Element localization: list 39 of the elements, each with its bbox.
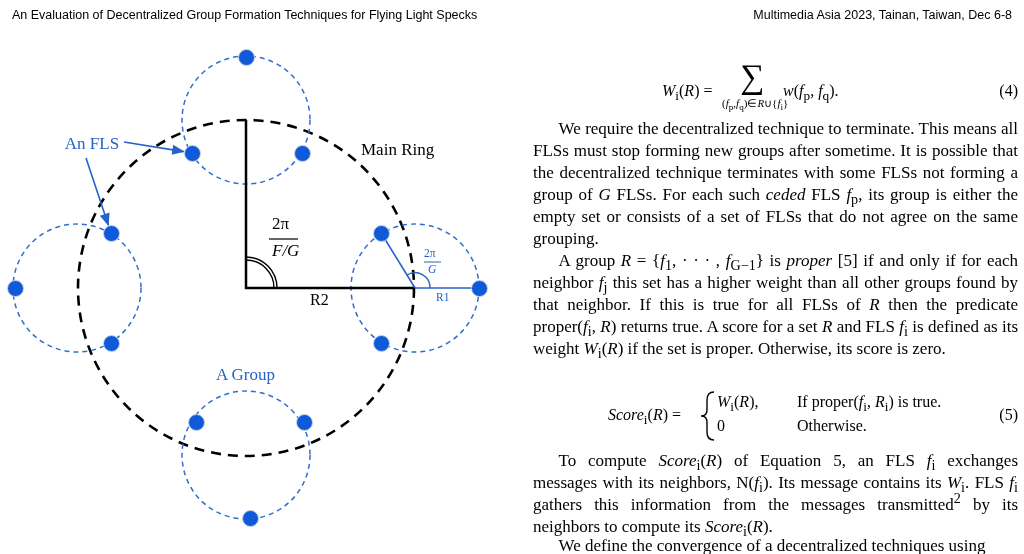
fls-dot [6, 279, 24, 297]
fls-dot [470, 279, 488, 297]
fls-dot [293, 144, 311, 162]
paragraph: A group R = {f$_{1}$, · · · , f$_{G−1}$} is proper [5] if and only if for each neighbor f$_{j}$ this set has a higher weight than all other groups found by that neighbor. If this is true for all FLSs of R then the predicate proper(f$_{i}$, R) returns true. A score for a set R and FLS f$_{i}$ is defined as its weight W$_{i}$(R) if the set is proper. Otherwise, its score is zero. [533, 250, 1018, 360]
equation: (f$_{p}$,f$_{q}$)∈R∪{f$_{i}$} [722, 97, 789, 110]
equation-number: (5) [999, 406, 1018, 424]
equation: 0 [717, 417, 725, 435]
paragraph: We define the convergence of a decentralized techniques using [557, 538, 987, 554]
fls-dot [372, 224, 390, 242]
angle-label: F/G [272, 242, 300, 261]
fls-dot [187, 413, 205, 431]
ring-label: Main Ring [361, 141, 435, 160]
paragraph: To compute Score$_{i}$(R) of Equation 5, an FLS f$_{i}$ exchanges messages with its neighbors, N(f$_{i}$). Its message contains its W$_{i}$. FLS f$_{i}$ gathers this information from the messages transmitted$^{2}$ by its neighbors to compute its Score$_{i}$(R). [533, 450, 1018, 538]
equation: Otherwise. [797, 417, 867, 435]
equation: W$_{i}$(R), [717, 393, 759, 411]
running-header: An Evaluation of Decentralized Group Formation Techniques for Flying Light Specks [12, 9, 478, 23]
radius-label: R2 [310, 291, 329, 309]
equation: W$_{i}$(R) = [662, 82, 713, 100]
fls-dot [102, 334, 120, 352]
sum-symbol: ∑ [740, 58, 765, 96]
arrow [123, 141, 185, 155]
angle-label: 2π [424, 247, 436, 260]
radius-label: R1 [436, 291, 450, 304]
equation: If proper(f$_{i}$, R$_{i}$) is true. [797, 393, 942, 411]
angle-label: 2π [272, 215, 290, 234]
fls-dot [241, 509, 259, 527]
fls-dot [295, 413, 313, 431]
fls-dot [372, 334, 390, 352]
group-label: A Group [216, 366, 276, 385]
fls-dot [237, 48, 255, 66]
arrow [85, 157, 110, 227]
equation: Score$_{i}$(R) = [608, 406, 681, 424]
running-header: Multimedia Asia 2023, Tainan, Taiwan, Dec 6-8 [753, 9, 1012, 23]
angle-label: G [428, 263, 437, 276]
fls-dot [183, 144, 201, 162]
callout-label: An FLS [60, 132, 124, 154]
fls-dot [102, 224, 120, 242]
paragraph: We require the decentralized technique to terminate. This means all FLSs must stop forming new groups after sometime. It is possible that the decentralized technique terminates with some FLSs not forming a group of G FLSs. For each such ceded FLS f$_{p}$, its group is either the empty set or consists of a set of FLSs that do not agree on the same grouping. [533, 118, 1018, 250]
equation-number: (4) [999, 82, 1018, 100]
